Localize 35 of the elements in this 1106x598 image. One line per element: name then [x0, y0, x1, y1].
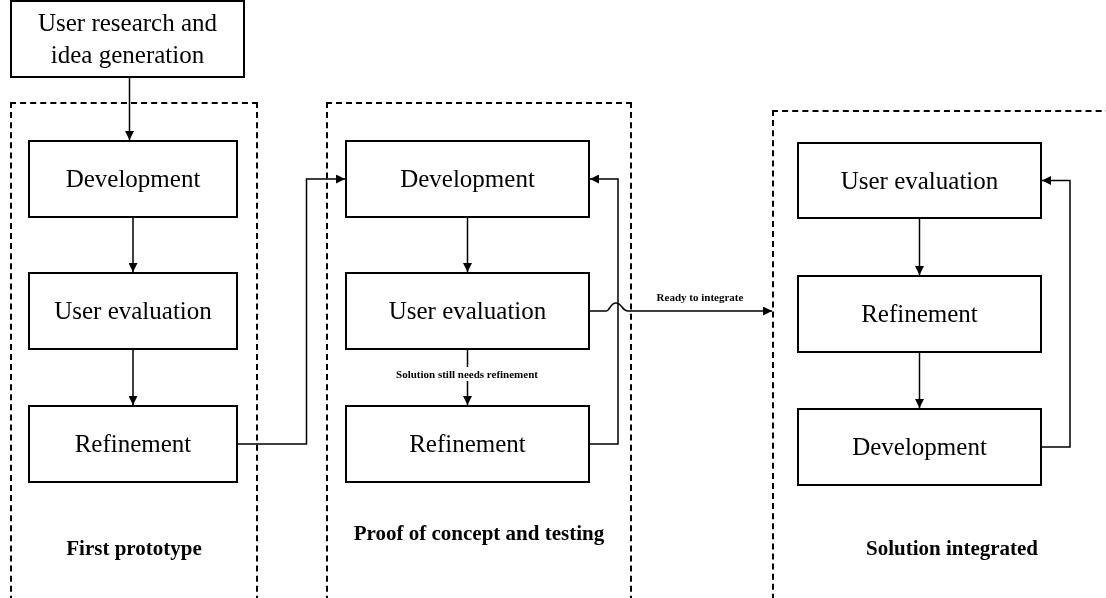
arrow	[915, 352, 924, 409]
box-label: Development	[65, 164, 201, 194]
process-box	[10, 0, 245, 78]
box-label: User evaluation	[54, 296, 212, 326]
dashed-group-frame	[10, 102, 258, 598]
process-box	[345, 405, 590, 483]
box-label: Development	[852, 432, 987, 462]
arrow	[589, 174, 619, 445]
group-title: First prototype	[65, 535, 203, 561]
arrow	[125, 77, 134, 141]
process-box	[28, 140, 238, 218]
box-label: User evaluation	[388, 296, 547, 326]
box-label: Refinement	[861, 299, 978, 329]
dashed-group-frame	[326, 102, 632, 598]
process-box	[28, 272, 238, 350]
arrow	[237, 174, 346, 445]
box-label: Refinement	[74, 429, 192, 459]
arrow	[128, 217, 138, 273]
process-box	[345, 140, 590, 218]
arrow	[1041, 176, 1071, 448]
box-label: Development	[400, 164, 535, 194]
arrow	[915, 218, 924, 276]
process-box	[345, 272, 590, 350]
arrow	[128, 349, 138, 406]
group-title: Proof of concept and testing	[352, 520, 606, 546]
arrow	[589, 302, 773, 316]
box-label: Refinement	[409, 429, 526, 459]
process-box	[797, 275, 1042, 353]
process-box	[797, 408, 1042, 486]
process-box	[797, 142, 1042, 219]
box-label: User research and idea generation	[36, 8, 219, 70]
process-box	[28, 405, 238, 483]
group-title: Solution integrated	[864, 535, 1040, 561]
box-label: User evaluation	[840, 165, 999, 196]
arrow	[463, 217, 472, 273]
